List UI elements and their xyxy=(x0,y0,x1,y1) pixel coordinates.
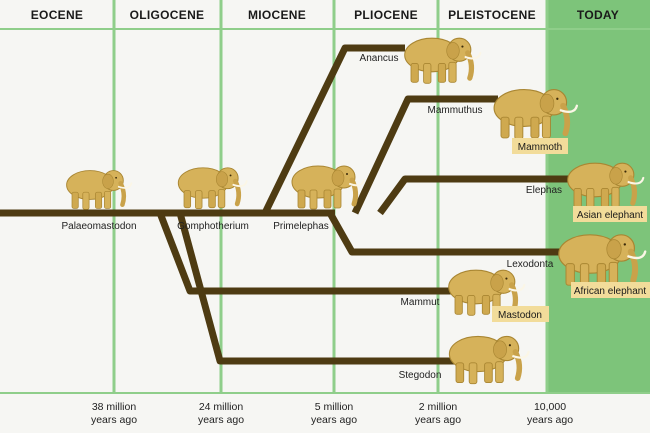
label-gomphotherium: Gomphotherium xyxy=(177,221,249,232)
era-pleistocene: PLEISTOCENE xyxy=(448,8,536,22)
mastodon-label-box xyxy=(492,306,549,322)
african-elephant-label-box xyxy=(571,282,650,298)
label-primelephas: Primelephas xyxy=(273,221,329,232)
palaeomastodon-elephant-icon xyxy=(67,171,132,210)
label-asian-elephant: Asian elephant xyxy=(577,210,643,221)
time-10k-line1: 10,000 xyxy=(534,401,566,413)
time-38m-line1: 38 million xyxy=(92,401,137,413)
label-lexodonta: Lexodonta xyxy=(507,259,554,270)
era-header: EOCENE OLIGOCENE MIOCENE PLIOCENE PLEIST… xyxy=(0,8,650,30)
era-oligocene: OLIGOCENE xyxy=(130,8,205,22)
gomphotherium-elephant-icon xyxy=(178,168,246,209)
mammoth-elephant-icon xyxy=(494,90,577,139)
african-elephant-icon xyxy=(559,235,645,287)
time-5m-line1: 5 million xyxy=(315,401,354,413)
species-labels: Palaeomastodon Gomphotherium Primelephas… xyxy=(61,53,562,381)
era-pliocene: PLIOCENE xyxy=(354,8,418,22)
time-2m-line1: 2 million xyxy=(419,401,458,413)
lineage-branches xyxy=(0,44,568,365)
era-today: TODAY xyxy=(577,8,619,22)
time-10k-line2: years ago xyxy=(527,414,573,426)
anancus-elephant-icon xyxy=(405,38,481,83)
label-mammoth: Mammoth xyxy=(518,142,562,153)
common-name-labels: Mammoth Asian elephant African elephant … xyxy=(492,138,650,322)
label-mastodon: Mastodon xyxy=(498,310,542,321)
time-24m-line1: 24 million xyxy=(199,401,244,413)
era-miocene: MIOCENE xyxy=(248,8,306,22)
label-stegodon: Stegodon xyxy=(399,370,442,381)
asian-elephant-icon xyxy=(568,163,644,208)
label-elephas: Elephas xyxy=(526,185,562,196)
time-2m-line2: years ago xyxy=(415,414,461,426)
label-mammuthus: Mammuthus xyxy=(427,105,482,116)
time-5m-line2: years ago xyxy=(311,414,357,426)
asian-elephant-label-box xyxy=(573,206,647,222)
stegodon-elephant-icon xyxy=(449,336,528,383)
timeline-labels: 38 million years ago 24 million years ag… xyxy=(91,401,573,426)
primelephas-elephant-icon xyxy=(292,166,364,209)
label-palaeomastodon: Palaeomastodon xyxy=(61,221,136,232)
era-eocene: EOCENE xyxy=(31,8,83,22)
time-24m-line2: years ago xyxy=(198,414,244,426)
time-38m-line2: years ago xyxy=(91,414,137,426)
mammoth-label-box xyxy=(512,138,568,154)
label-anancus: Anancus xyxy=(360,53,399,64)
label-mammut: Mammut xyxy=(401,297,440,308)
label-african-elephant: African elephant xyxy=(574,286,646,297)
